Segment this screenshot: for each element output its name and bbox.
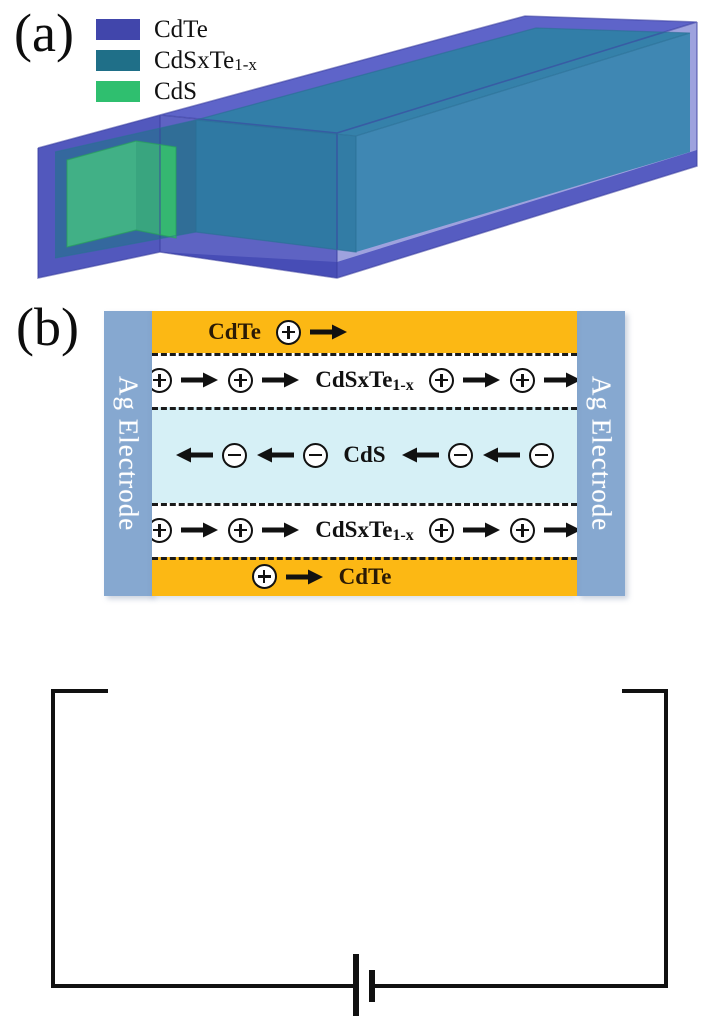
- layer-band-cdste-lower: CdSxTe1-x: [152, 503, 577, 557]
- arrow-left-icon: [482, 447, 520, 463]
- hole-charge-icon: [428, 367, 454, 393]
- layer-label-cdste-upper-text: CdSxTe: [315, 367, 393, 392]
- arrow-right-icon: [181, 522, 219, 538]
- arrow-right-icon: [543, 522, 577, 538]
- panel-b-label: (b): [16, 297, 79, 357]
- arrow-right-icon: [262, 372, 300, 388]
- interface-divider-cdte-cdste-top: [152, 353, 577, 356]
- carrier-row-cdste-lower: CdSxTe1-x: [152, 517, 577, 544]
- layer-band-cdte-top: CdTe: [152, 311, 577, 353]
- ag-electrode-left-label: Ag Electrode: [113, 375, 144, 532]
- battery-symbol: [353, 954, 375, 1016]
- interface-divider-cdste-cds-top: [152, 407, 577, 410]
- slab-core-edges: [66, 140, 177, 248]
- panel-a: (a) CdTe CdSxTe1-x CdS: [0, 0, 720, 296]
- wire-left: [51, 689, 357, 988]
- layer-label-cds: CdS: [337, 442, 391, 468]
- semiconductor-stack: CdTe: [152, 311, 577, 596]
- interface-divider-cds-cdste-bottom: [152, 503, 577, 506]
- panel-a-label: (a): [14, 3, 74, 63]
- hole-charge-icon: [228, 367, 254, 393]
- legend-item-cdte: CdTe: [96, 14, 257, 45]
- arrow-right-icon: [262, 522, 300, 538]
- legend-label-cds: CdS: [154, 79, 197, 104]
- layer-band-cdste-upper: CdSxTe1-x: [152, 353, 577, 407]
- ag-electrode-right-label: Ag Electrode: [586, 375, 617, 532]
- hole-charge-icon: [428, 517, 454, 543]
- layered-slab-3d-diagram: [37, 15, 698, 279]
- slab-cds-core-end-face: [67, 141, 136, 247]
- interface-divider-cdste-cdte-bottom: [152, 557, 577, 560]
- layer-label-cds-text: CdS: [343, 442, 386, 467]
- external-circuit: [51, 689, 668, 1016]
- slab-edges: [37, 15, 698, 279]
- legend-label-cdte: CdTe: [154, 17, 208, 42]
- arrow-right-icon: [543, 372, 577, 388]
- legend-swatch-cdte: [96, 19, 140, 40]
- layer-band-cds: CdS: [152, 407, 577, 503]
- layer-label-cdste-lower-sub: 1-x: [392, 527, 414, 544]
- hole-charge-icon: [152, 517, 173, 543]
- arrow-right-icon: [285, 569, 323, 584]
- carrier-row-cdte-top: CdTe: [152, 319, 577, 345]
- arrow-left-icon: [257, 447, 295, 463]
- legend-swatch-cdste: [96, 50, 140, 71]
- electron-charge-icon: [222, 442, 248, 468]
- legend-label-cdste: CdSxTe1-x: [154, 48, 257, 73]
- wire-right: [370, 689, 668, 988]
- carrier-row-cds: CdS: [152, 442, 577, 468]
- hole-charge-icon: [275, 319, 301, 345]
- layer-label-cdte-top-text: CdTe: [208, 319, 261, 344]
- arrow-right-icon: [462, 522, 500, 538]
- layer-label-cdte-top: CdTe: [202, 319, 267, 345]
- electron-charge-icon: [447, 442, 473, 468]
- layer-label-cdte-bottom: CdTe: [333, 564, 398, 590]
- layer-label-cdste-lower: CdSxTe1-x: [309, 517, 419, 544]
- slab-inner-edges: [54, 27, 691, 259]
- carrier-row-cdste-upper: CdSxTe1-x: [152, 367, 577, 394]
- hole-charge-icon: [251, 564, 277, 589]
- layer-label-cdste-upper: CdSxTe1-x: [309, 367, 419, 394]
- panel-a-legend: CdTe CdSxTe1-x CdS: [96, 14, 257, 107]
- layer-label-cdte-bottom-text: CdTe: [338, 563, 392, 589]
- carrier-row-cdte-bottom: CdTe: [152, 564, 577, 590]
- legend-swatch-cds: [96, 81, 140, 102]
- hole-charge-icon: [152, 367, 173, 393]
- legend-label-cdste-sub: 1-x: [234, 55, 257, 74]
- device-cross-section: Ag Electrode Ag Electrode CdTe: [104, 311, 625, 596]
- electron-charge-icon: [528, 442, 554, 468]
- slab-cdste-long-face: [356, 33, 690, 252]
- slab-cdste-top-face: [196, 28, 690, 136]
- electron-charge-icon: [303, 442, 329, 468]
- legend-label-cdte-text: CdTe: [154, 16, 208, 43]
- ag-electrode-right[interactable]: Ag Electrode: [577, 311, 625, 596]
- ag-electrode-left[interactable]: Ag Electrode: [104, 311, 152, 596]
- slab-cds-core-side-face: [136, 141, 176, 238]
- arrow-right-icon: [181, 372, 219, 388]
- hole-charge-icon: [509, 517, 535, 543]
- legend-item-cdste: CdSxTe1-x: [96, 45, 257, 76]
- arrow-right-icon: [309, 324, 347, 340]
- layer-label-cdste-lower-text: CdSxTe: [315, 517, 393, 542]
- legend-item-cds: CdS: [96, 76, 257, 107]
- legend-label-cdste-text: CdSxTe: [154, 47, 235, 74]
- panel-b: Ag Electrode Ag Electrode CdTe: [0, 296, 720, 1016]
- slab-cdste-front-face: [196, 120, 356, 252]
- slab-cdte-overlay-front: [38, 115, 160, 278]
- layer-label-cdste-upper-sub: 1-x: [392, 377, 414, 394]
- arrow-left-icon: [401, 447, 439, 463]
- arrow-right-icon: [462, 372, 500, 388]
- legend-label-cds-text: CdS: [154, 78, 198, 105]
- layer-band-cdte-bottom: CdTe: [152, 557, 577, 596]
- arrow-left-icon: [176, 447, 214, 463]
- hole-charge-icon: [228, 517, 254, 543]
- hole-charge-icon: [509, 367, 535, 393]
